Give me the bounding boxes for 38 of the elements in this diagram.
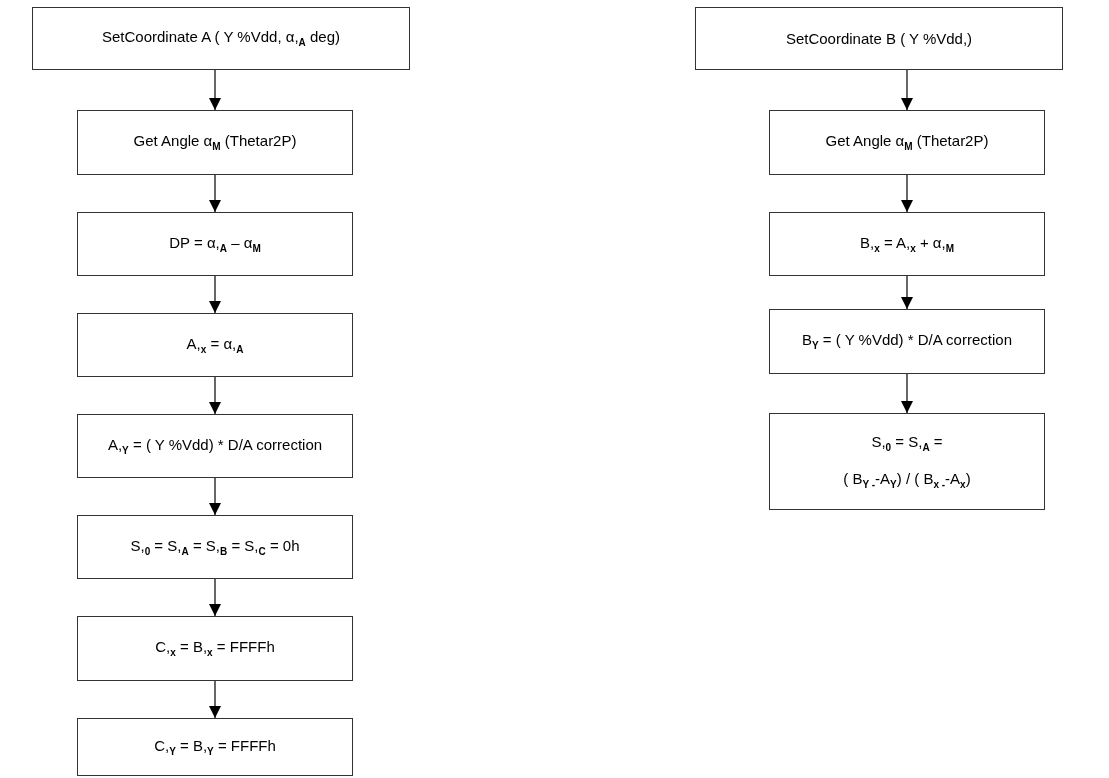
formula-text: DP = α,$_{A}$ – α$_{M}$	[169, 233, 261, 255]
formula-text: ( B$_{Y -}$-A$_{Y}$) / ( B$_{x -}$-A$_{x}$)	[843, 469, 971, 490]
process-box	[769, 413, 1045, 510]
formula-text: S,$_{0}$ = S,$_{A}$ =	[871, 433, 943, 454]
process-box	[77, 313, 353, 377]
process-box	[77, 414, 353, 478]
process-box	[77, 110, 353, 175]
formula-text: SetCoordinate B ( Y %Vdd,)	[785, 29, 973, 48]
process-box	[77, 616, 353, 681]
formula-text: Get Angle α$_{M}$ (Thetar2P)	[825, 132, 989, 153]
formula-text: SetCoordinate A ( Y %Vdd, α,$_{A}$ deg)	[102, 28, 340, 49]
formula-text: C,$_{Y}$ = B,$_{Y}$ = FFFFh	[154, 736, 276, 758]
formula-text: A,$_{Y}$ = ( Y %Vdd) * D/A correction	[107, 435, 323, 457]
arrow	[901, 69, 913, 111]
process-box	[695, 7, 1063, 70]
process-box	[77, 515, 353, 579]
arrow	[209, 376, 221, 415]
arrow	[901, 174, 913, 213]
formula-text: A,$_{x}$ = α,$_{A}$	[186, 334, 244, 356]
formula-text: B$_{Y}$ = ( Y %Vdd) * D/A correction	[802, 331, 1012, 352]
formula-text: S,$_{0}$ = S,$_{A}$ = S,$_{B}$ = S,$_{C}$ = 0h	[130, 536, 300, 558]
arrow	[209, 578, 221, 617]
formula-text: C,$_{x}$ = B,$_{x}$ = FFFFh	[155, 638, 275, 659]
process-box	[32, 7, 410, 70]
formula-text: Get Angle α$_{M}$ (Thetar2P)	[133, 132, 297, 153]
arrow	[901, 275, 913, 310]
process-box	[77, 212, 353, 276]
process-box	[769, 110, 1045, 175]
arrow	[209, 680, 221, 719]
arrow	[209, 275, 221, 314]
arrow	[209, 174, 221, 213]
arrow	[209, 69, 221, 111]
formula-text: B,$_{x}$ = A,$_{x}$ + α,$_{M}$	[859, 233, 954, 255]
process-box	[769, 309, 1045, 374]
arrow	[901, 373, 913, 414]
process-box	[769, 212, 1045, 276]
arrow	[209, 477, 221, 516]
process-box	[77, 718, 353, 776]
